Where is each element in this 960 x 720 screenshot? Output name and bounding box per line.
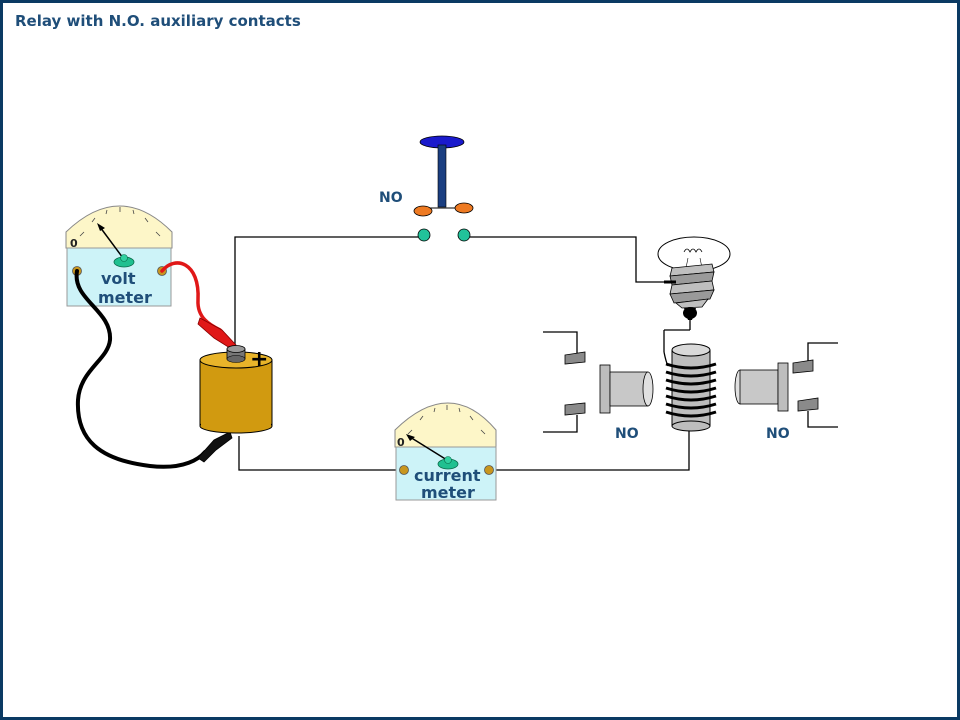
current-meter-zero: 0 xyxy=(397,436,405,449)
black-lead xyxy=(74,269,207,469)
bulb-screw-base xyxy=(669,263,715,309)
current-meter-terminal-left xyxy=(399,465,409,475)
relay-coil-core xyxy=(671,349,711,427)
current-meter-face xyxy=(394,402,497,448)
volt-meter-zero: 0 xyxy=(70,237,78,250)
push-button-switch[interactable] xyxy=(413,135,474,242)
current-meter-body xyxy=(395,446,497,501)
current-meter-needle xyxy=(409,436,448,461)
slide-title: Relay with N.O. auxiliary contacts xyxy=(15,12,301,30)
right-contact-upper xyxy=(792,359,814,374)
right-contact-lower xyxy=(797,397,819,412)
switch-contact-right xyxy=(454,202,474,214)
current-meter-label-line1: current xyxy=(414,466,481,485)
left-aux-contacts xyxy=(543,331,586,433)
battery-plus-sign: + xyxy=(250,347,268,372)
right-armature xyxy=(734,362,789,412)
switch-contact-left xyxy=(413,205,433,217)
volt-meter-label-line2: meter xyxy=(98,288,152,307)
wire-battery-to-ammeter xyxy=(238,436,401,471)
left-contact-no-label: NO xyxy=(615,426,639,442)
left-contact-upper xyxy=(564,351,586,365)
volt-meter-face xyxy=(65,205,173,249)
volt-meter-label-line1: volt xyxy=(101,269,136,288)
current-meter-label-line2: meter xyxy=(421,483,475,502)
right-aux-contacts xyxy=(792,342,838,428)
current-meter xyxy=(394,402,497,501)
battery xyxy=(199,345,273,434)
right-contact-no-label: NO xyxy=(766,426,790,442)
light-bulb xyxy=(657,236,731,331)
voltmeter-leads xyxy=(74,261,237,469)
push-button-stem xyxy=(437,144,447,208)
black-lead-clip xyxy=(197,431,233,463)
volt-meter xyxy=(65,205,173,307)
wire-battery-to-switch xyxy=(234,236,418,345)
switch-terminal-left xyxy=(417,228,431,242)
current-meter-scale xyxy=(407,405,486,435)
relay-coil xyxy=(663,343,717,432)
relay-coil-winding xyxy=(665,362,717,418)
left-armature xyxy=(599,364,654,414)
current-meter-terminal-right xyxy=(484,465,494,475)
switch-no-label: NO xyxy=(379,190,403,206)
red-lead-clip xyxy=(197,317,237,349)
switch-terminal-right xyxy=(457,228,471,242)
bulb-filament xyxy=(683,248,703,253)
circuit-wires xyxy=(234,236,690,471)
wire-ammeter-to-coil xyxy=(492,428,690,471)
volt-meter-needle xyxy=(99,226,124,259)
left-contact-lower xyxy=(564,402,586,416)
volt-meter-scale xyxy=(79,207,161,237)
wire-switch-to-lamp xyxy=(470,236,668,283)
